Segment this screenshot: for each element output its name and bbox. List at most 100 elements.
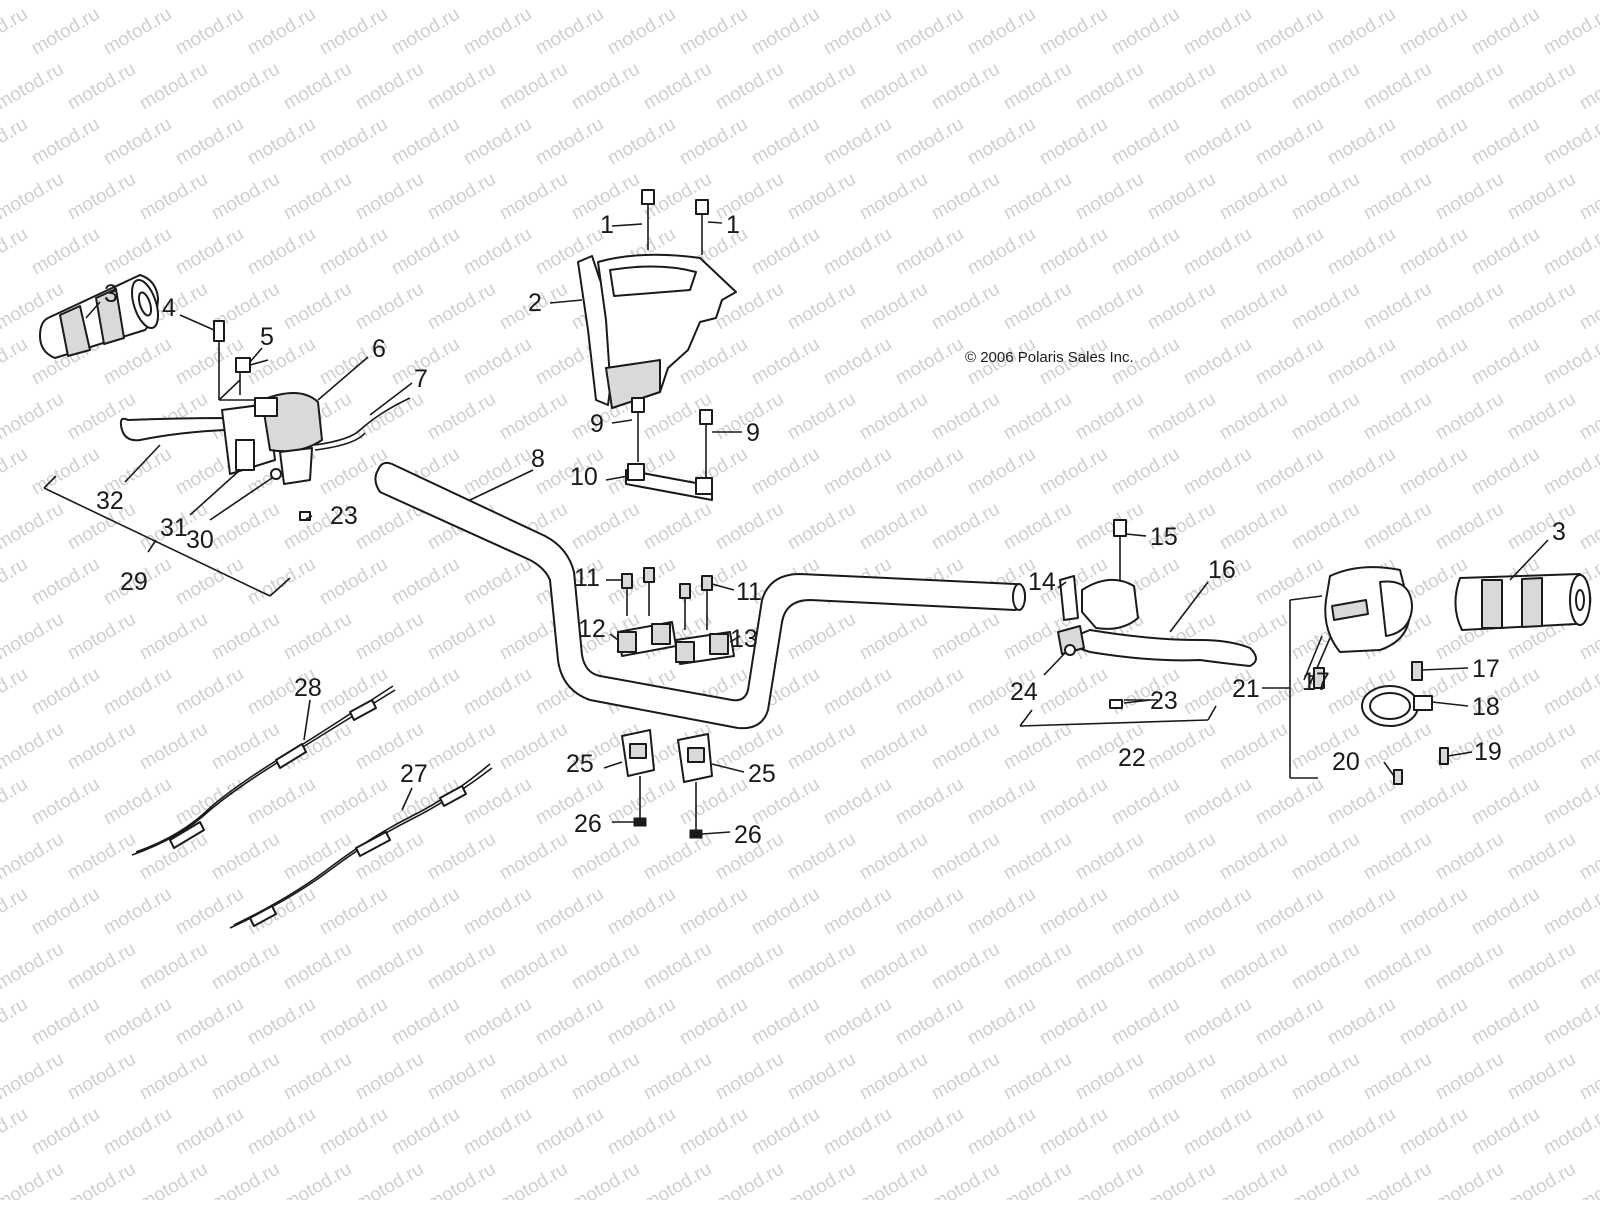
watermark-text: motod.ru [1432,0,1507,4]
watermark-text: motod.ru [1252,994,1327,1050]
watermark-text: motod.ru [352,389,427,445]
watermark-text: motod.ru [1360,59,1435,115]
watermark-text: motod.ru [460,114,535,170]
watermark-text: motod.ru [1468,334,1543,390]
watermark-text: motod.ru [1216,389,1291,445]
watermark-text: motod.ru [1540,994,1600,1050]
watermark-text: motod.ru [1468,1104,1543,1160]
watermark-text: motod.ru [100,4,175,60]
watermark-text: motod.ru [1000,1049,1075,1105]
watermark-text: motod.ru [568,59,643,115]
watermark-text: motod.ru [1540,444,1600,500]
watermark-text: motod.ru [352,609,427,665]
watermark-text: motod.ru [1000,499,1075,555]
watermark-text: motod.ru [1432,1049,1507,1105]
watermark-text: motod.ru [1252,444,1327,500]
watermark-text: motod.ru [28,664,103,720]
watermark-text: motod.ru [100,884,175,940]
callout-11b: 11 [736,578,762,606]
watermark-text: motod.ru [28,554,103,610]
grip-left [39,274,160,359]
watermark-text: motod.ru [100,994,175,1050]
bolts-9 [631,397,713,480]
watermark-text: motod.ru [856,1049,931,1105]
watermark-text: motod.ru [208,59,283,115]
watermark-text: motod.ru [820,1104,895,1160]
watermark-text: motod.ru [1252,114,1327,170]
watermark-text: motod.ru [640,939,715,995]
callout-9b: 9 [746,419,760,447]
watermark-text: motod.ru [496,0,571,4]
watermark-text: motod.ru [1432,499,1507,555]
callout-26b: 26 [734,821,762,849]
watermark-text: motod.ru [784,279,859,335]
callout-27: 27 [400,760,428,788]
watermark-text: motod.ru [280,939,355,995]
watermark-text: motod.ru [1216,499,1291,555]
left-brake-assembly [119,392,411,521]
watermark-text: motod.ru [0,829,67,885]
callout-1a: 1 [600,211,614,239]
watermark-text: motod.ru [1468,224,1543,280]
watermark-text: motod.ru [64,939,139,995]
watermark-text: motod.ru [1216,1049,1291,1105]
watermark-text: motod.ru [892,4,967,60]
watermark-text: motod.ru [1144,0,1219,4]
watermark-text: motod.ru [496,59,571,115]
watermark-text: motod.ru [460,884,535,940]
watermark-text: motod.ru [1396,334,1471,390]
watermark-text: motod.ru [1504,939,1579,995]
watermark-text: motod.ru [1504,719,1579,775]
watermark-text: motod.ru [1108,774,1183,830]
watermark-text: motod.ru [0,664,31,720]
watermark-text: motod.ru [0,114,31,170]
watermark-text: motod.ru [964,884,1039,940]
callout-7: 7 [414,365,428,393]
watermark-text: motod.ru [1216,939,1291,995]
watermark-text: motod.ru [424,1159,499,1200]
watermark-text: motod.ru [1180,114,1255,170]
watermark-text: motod.ru [856,389,931,445]
watermark-text: motod.ru [1000,59,1075,115]
watermark-text: motod.ru [928,939,1003,995]
watermark-text: motod.ru [1504,1049,1579,1105]
watermark-text: motod.ru [784,939,859,995]
watermark-text: motod.ru [784,1049,859,1105]
watermark-text: motod.ru [1180,4,1255,60]
watermark-text: motod.ru [1576,0,1600,4]
watermark-text: motod.ru [676,994,751,1050]
callout-30: 30 [186,526,214,554]
watermark-text: motod.ru [136,169,211,225]
watermark-text: motod.ru [280,59,355,115]
watermark-text: motod.ru [1324,224,1399,280]
watermark-text: motod.ru [1000,939,1075,995]
watermark-text: motod.ru [1000,279,1075,335]
watermark-text: motod.ru [1144,1049,1219,1105]
watermark-text: motod.ru [1504,389,1579,445]
watermark-text: motod.ru [1216,279,1291,335]
watermark-text: motod.ru [640,1049,715,1105]
watermark-text: motod.ru [244,994,319,1050]
watermark-text: motod.ru [0,389,67,445]
watermark-text: motod.ru [208,499,283,555]
watermark-text: motod.ru [316,4,391,60]
watermark-text: motod.ru [460,664,535,720]
watermark-text: motod.ru [1072,939,1147,995]
watermark-text: motod.ru [1288,499,1363,555]
watermark-text: motod.ru [244,334,319,390]
watermark-text: motod.ru [28,774,103,830]
watermark-text: motod.ru [1216,1159,1291,1200]
watermark-text: motod.ru [172,994,247,1050]
watermark-text: motod.ru [1072,499,1147,555]
watermark-text: motod.ru [136,609,211,665]
watermark-text: motod.ru [64,0,139,4]
watermark-text: motod.ru [1396,774,1471,830]
watermark-text: motod.ru [388,994,463,1050]
watermark-text: motod.ru [856,0,931,4]
watermark-text: motod.ru [1432,829,1507,885]
watermark-text: motod.ru [1396,994,1471,1050]
watermark-text: motod.ru [964,4,1039,60]
watermark-text: motod.ru [568,0,643,4]
watermark-text: motod.ru [748,1104,823,1160]
watermark-text: motod.ru [784,719,859,775]
